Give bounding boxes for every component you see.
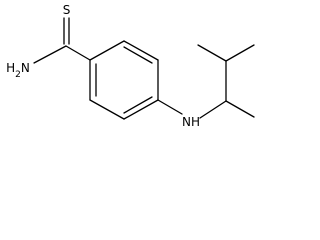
bond-ch-methyl (225, 100, 255, 118)
atom-label-sulfur: S (63, 3, 71, 17)
ring-bond-5 (89, 99, 125, 120)
bond-c-ring (65, 45, 91, 61)
chemical-structure-diagram: S H2N NH (6, 3, 255, 129)
atom-label-amide-nitrogen: H2N (6, 61, 30, 80)
atom-labels: S H2N NH (6, 3, 200, 129)
ring-bond-1 (89, 40, 125, 61)
bond-c-nh2 (33, 45, 67, 64)
bond-ch-methyl-left (197, 44, 227, 62)
ring-double-bond-2 (123, 96, 153, 114)
benzene-ring (89, 40, 159, 120)
side-chain (157, 44, 255, 119)
thioamide-group (33, 17, 91, 64)
bond-ch-methyl-right (225, 44, 255, 62)
atom-label-amine-nitrogen: NH (182, 115, 200, 129)
bond-ring-nh (157, 99, 183, 115)
ring-bond-2 (123, 40, 159, 61)
bond-nh-ch (199, 100, 227, 119)
ring-bond-4 (123, 99, 159, 120)
ring-double-bond-1 (123, 46, 153, 64)
